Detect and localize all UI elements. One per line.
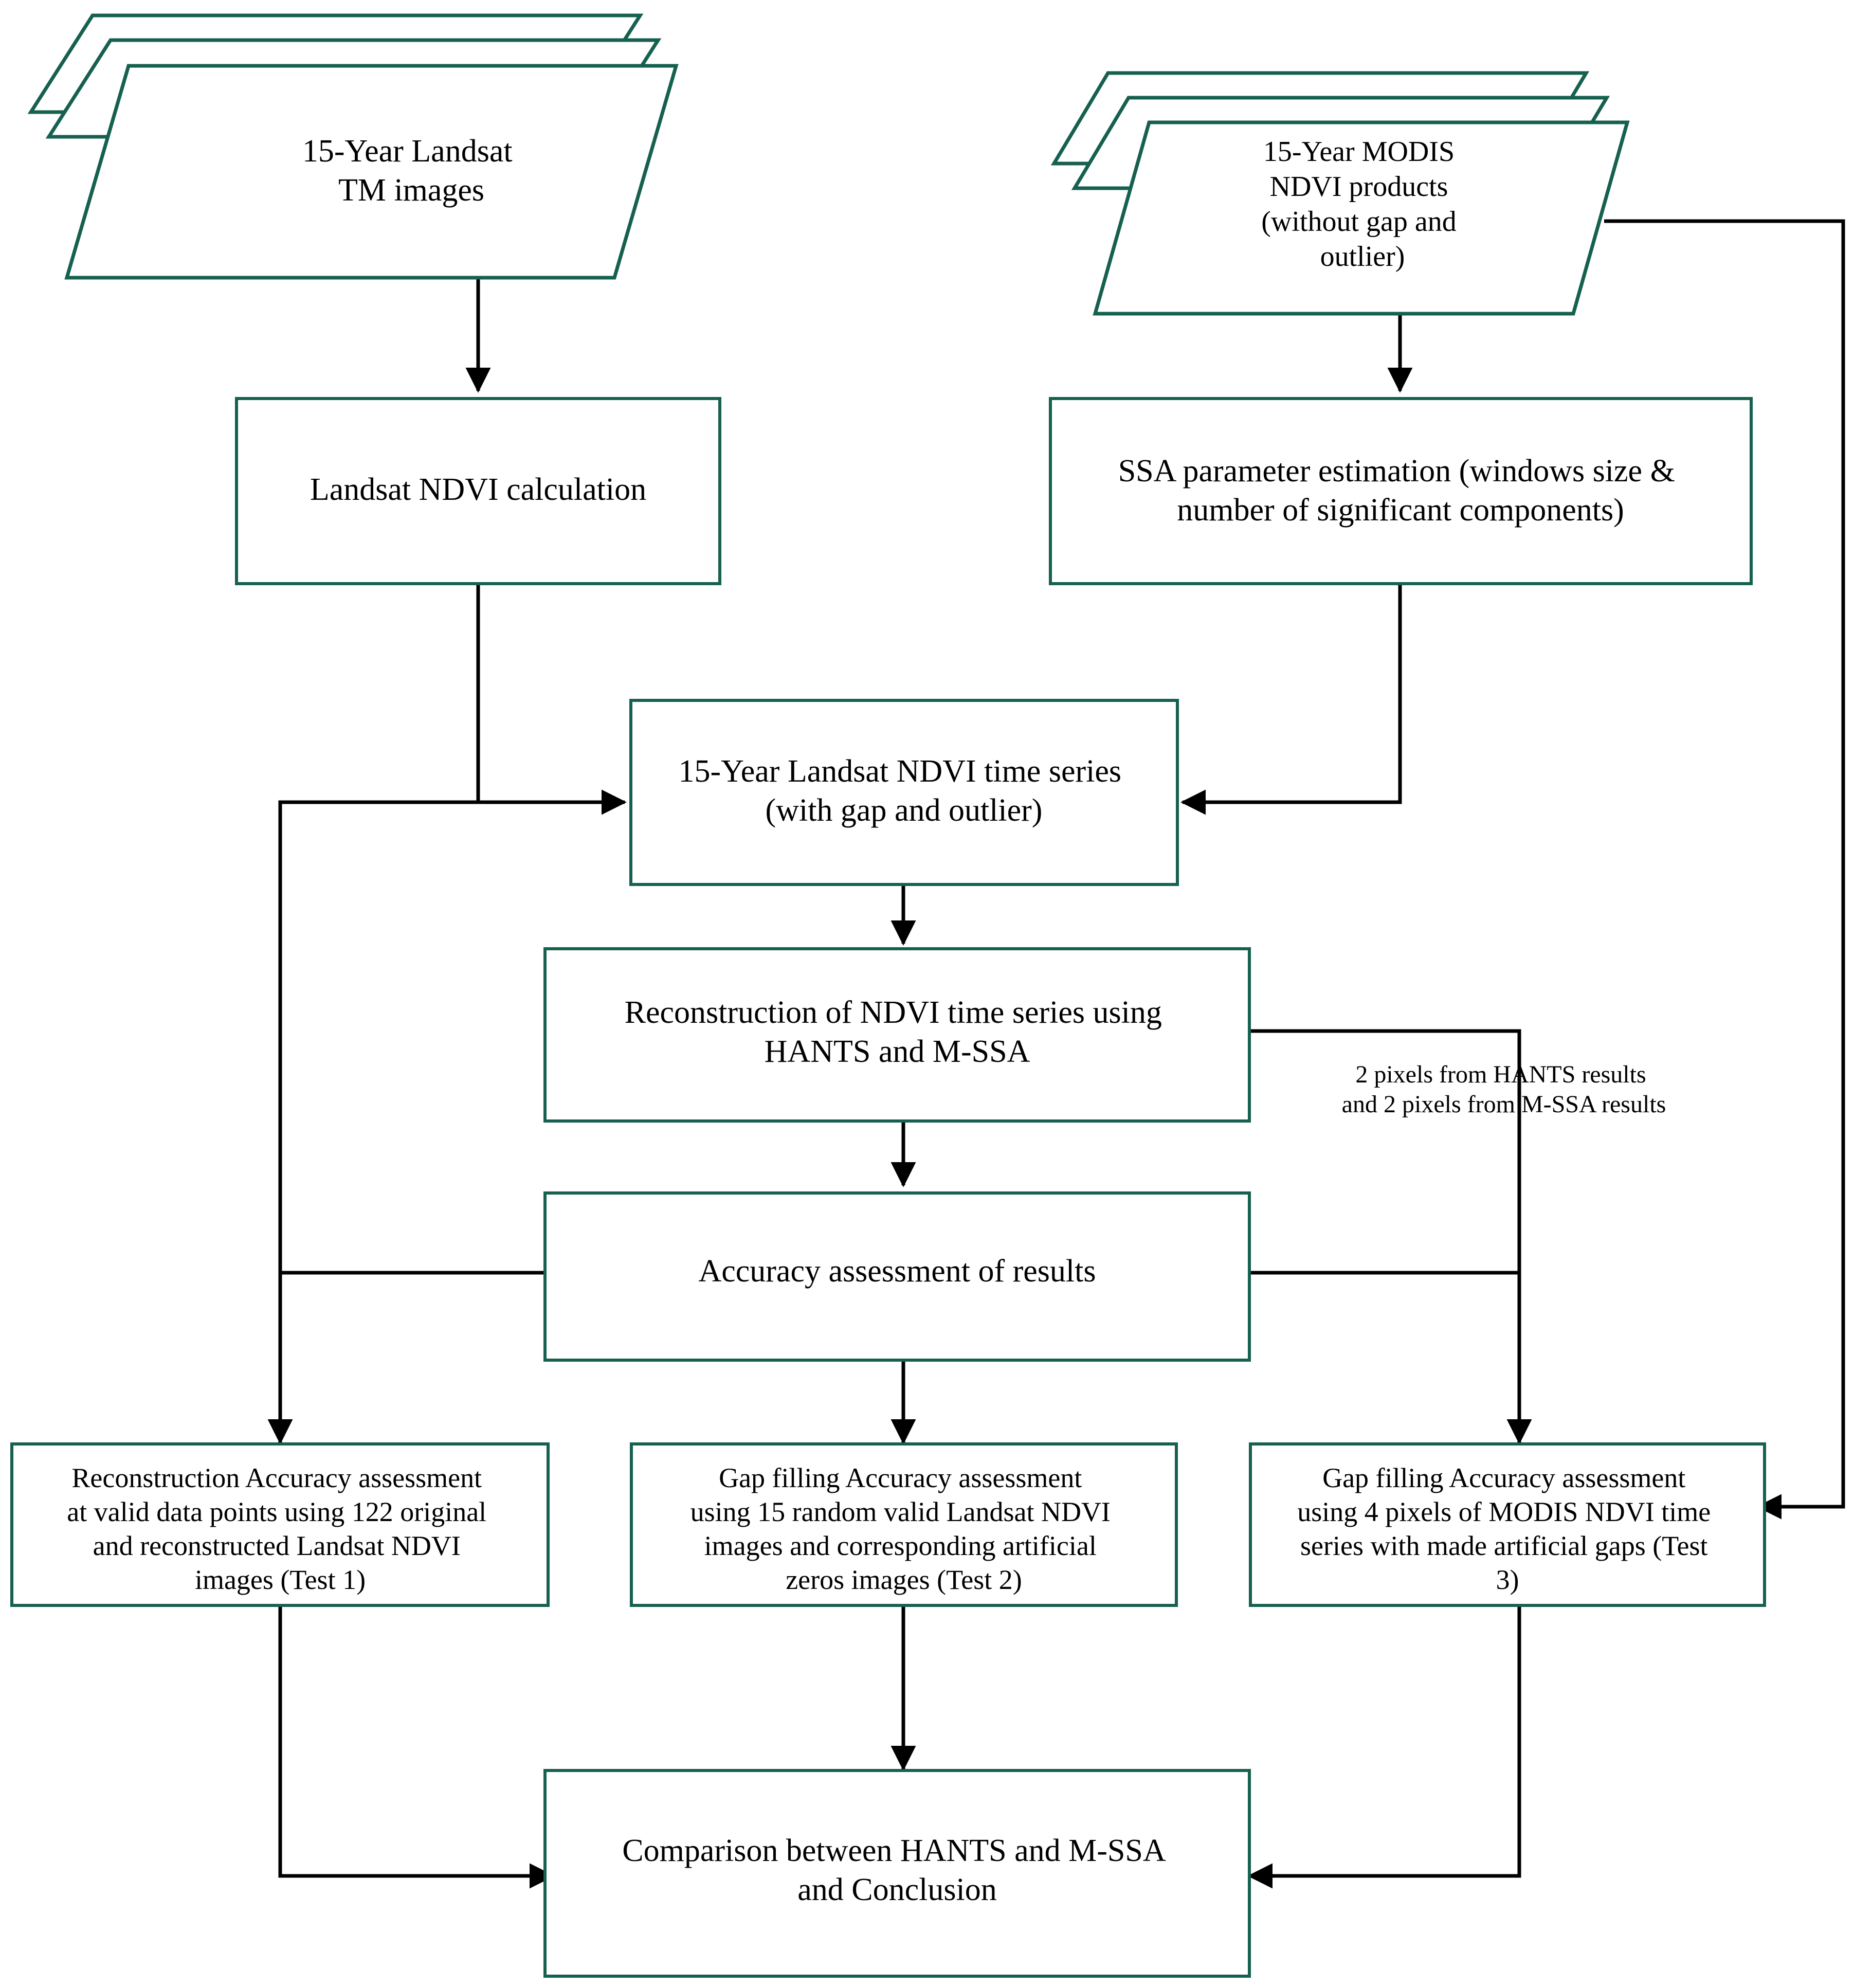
test1-label: Reconstruction Accuracy assessment at va… — [67, 1462, 493, 1595]
test1-box — [10, 1442, 550, 1607]
node-accuracy-assessment[interactable]: Accuracy assessment of results — [543, 1191, 1251, 1362]
test2-label: Gap filling Accuracy assessment using 15… — [690, 1462, 1118, 1595]
landsat-images-label: 15-Year Landsat TM images — [302, 134, 520, 208]
connector-test1-to-comparison — [278, 1605, 555, 1889]
landsat-time-series-box — [629, 699, 1179, 886]
node-reconstruction[interactable]: Reconstruction of NDVI time series using… — [543, 947, 1251, 1123]
modis-stack-sheet-1 — [1093, 120, 1630, 316]
reconstruction-label: Reconstruction of NDVI time series using… — [625, 995, 1170, 1069]
comparison-box — [543, 1769, 1251, 1978]
test2-box — [630, 1442, 1178, 1607]
accuracy-assessment-box — [543, 1191, 1251, 1362]
node-landsat-images[interactable]: 15-Year Landsat TM images — [27, 13, 679, 280]
landsat-ndvi-calculation-label: Landsat NDVI calculation — [310, 472, 646, 507]
connector-test3-to-comparison — [1247, 1605, 1521, 1889]
modis-products-label: 15-Year MODIS NDVI products (without gap… — [1261, 136, 1463, 273]
comparison-label: Comparison between HANTS and M-SSA and C… — [622, 1833, 1172, 1907]
node-landsat-time-series[interactable]: 15-Year Landsat NDVI time series (with g… — [629, 699, 1179, 886]
node-test3[interactable]: Gap filling Accuracy assessment using 4 … — [1249, 1442, 1766, 1607]
node-test2[interactable]: Gap filling Accuracy assessment using 15… — [630, 1442, 1178, 1607]
connector-calc-to-timeseries — [476, 584, 627, 815]
node-landsat-ndvi-calculation[interactable]: Landsat NDVI calculation — [235, 397, 721, 585]
pixels-note-label: 2 pixels from HANTS results and 2 pixels… — [1342, 1061, 1666, 1118]
ssa-parameter-estimation-label: SSA parameter estimation (windows size &… — [1118, 454, 1683, 528]
landsat-ndvi-calculation-box — [235, 397, 721, 585]
connector-ssa-to-timeseries — [1180, 584, 1402, 815]
landsat-time-series-label: 15-Year Landsat NDVI time series (with g… — [679, 754, 1130, 828]
accuracy-assessment-label: Accuracy assessment of results — [698, 1254, 1096, 1289]
connector-reconstruction-right-rail — [1249, 1029, 1521, 1273]
reconstruction-box — [543, 947, 1251, 1123]
node-comparison[interactable]: Comparison between HANTS and M-SSA and C… — [543, 1769, 1251, 1978]
node-modis-products[interactable]: 15-Year MODIS NDVI products (without gap… — [1050, 71, 1630, 316]
node-test1[interactable]: Reconstruction Accuracy assessment at va… — [10, 1442, 550, 1607]
test3-box — [1249, 1442, 1766, 1607]
node-ssa-parameter-estimation[interactable]: SSA parameter estimation (windows size &… — [1049, 397, 1753, 585]
landsat-stack-sheet-1 — [64, 64, 679, 280]
annotation-pixels-note: 2 pixels from HANTS results and 2 pixels… — [1342, 1061, 1666, 1118]
connector-calc-left-branch — [278, 800, 478, 1273]
test3-label: Gap filling Accuracy assessment using 4 … — [1297, 1462, 1717, 1595]
ssa-parameter-estimation-box — [1049, 397, 1753, 585]
connector-modis-to-test3 — [1604, 219, 1845, 1520]
